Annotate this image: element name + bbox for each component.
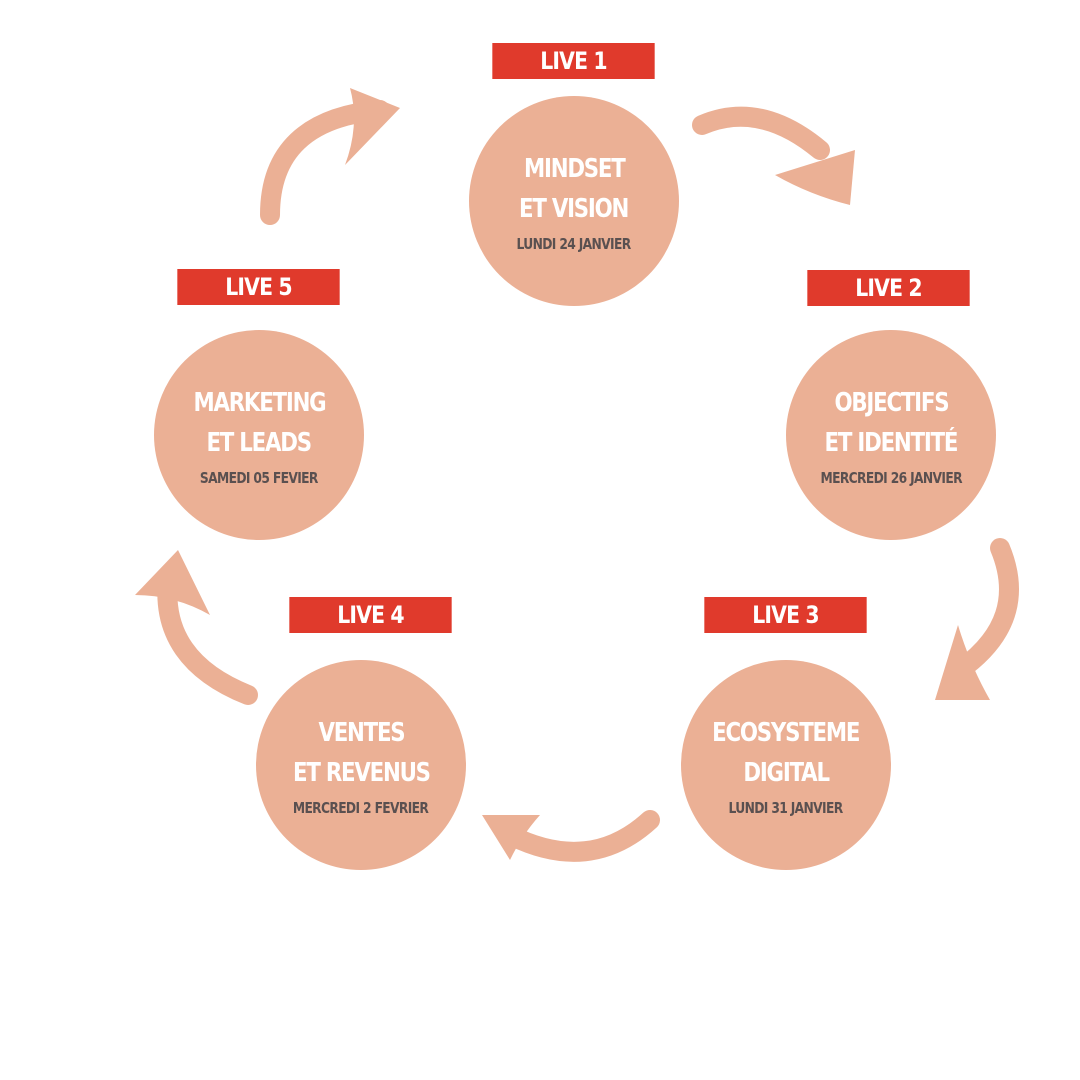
step-4-circle: VENTES ET REVENUS MERCREDI 2 FEVRIER (256, 660, 466, 870)
step-1-circle: MINDSET ET VISION LUNDI 24 JANVIER (469, 96, 679, 306)
live-3-label: LIVE 3 (752, 601, 819, 629)
arrow-3-to-4 (482, 810, 660, 862)
step-3-title-line1: ECOSYSTEME (712, 718, 860, 748)
arrow-1-to-2 (692, 106, 855, 205)
live-5-banner: LIVE 5 (177, 269, 340, 305)
step-3-circle: ECOSYSTEME DIGITAL LUNDI 31 JANVIER (681, 660, 891, 870)
step-5-date: SAMEDI 05 FEVIER (200, 469, 318, 487)
step-2-title-line1: OBJECTIFS (834, 388, 949, 418)
step-1-date: LUNDI 24 JANVIER (516, 235, 632, 253)
step-3-date: LUNDI 31 JANVIER (728, 799, 844, 817)
step-1-title-line1: MINDSET (523, 154, 626, 184)
arrow-4-to-5 (135, 550, 258, 705)
step-5-circle: MARKETING ET LEADS SAMEDI 05 FEVIER (154, 330, 364, 540)
arrow-5-to-1 (260, 88, 400, 225)
live-1-banner: LIVE 1 (492, 43, 655, 79)
live-4-label: LIVE 4 (337, 601, 404, 629)
live-2-label: LIVE 2 (855, 274, 922, 302)
live-4-banner: LIVE 4 (289, 597, 452, 633)
step-2-title-line2: ET IDENTITÉ (824, 428, 959, 458)
step-4-date: MERCREDI 2 FEVRIER (293, 799, 429, 817)
arrow-2-to-3 (935, 538, 1019, 700)
step-2-date: MERCREDI 26 JANVIER (820, 469, 962, 487)
step-2-circle: OBJECTIFS ET IDENTITÉ MERCREDI 26 JANVIE… (786, 330, 996, 540)
step-4-title-line1: VENTES (318, 718, 405, 748)
live-5-label: LIVE 5 (225, 273, 292, 301)
live-3-banner: LIVE 3 (704, 597, 867, 633)
step-3-title-line2: DIGITAL (743, 758, 830, 788)
step-4-title-line2: ET REVENUS (292, 758, 431, 788)
live-1-label: LIVE 1 (540, 47, 607, 75)
step-5-title-line2: ET LEADS (206, 428, 313, 458)
step-1-title-line2: ET VISION (519, 194, 629, 224)
step-5-title-line1: MARKETING (193, 388, 326, 418)
live-2-banner: LIVE 2 (807, 270, 970, 306)
